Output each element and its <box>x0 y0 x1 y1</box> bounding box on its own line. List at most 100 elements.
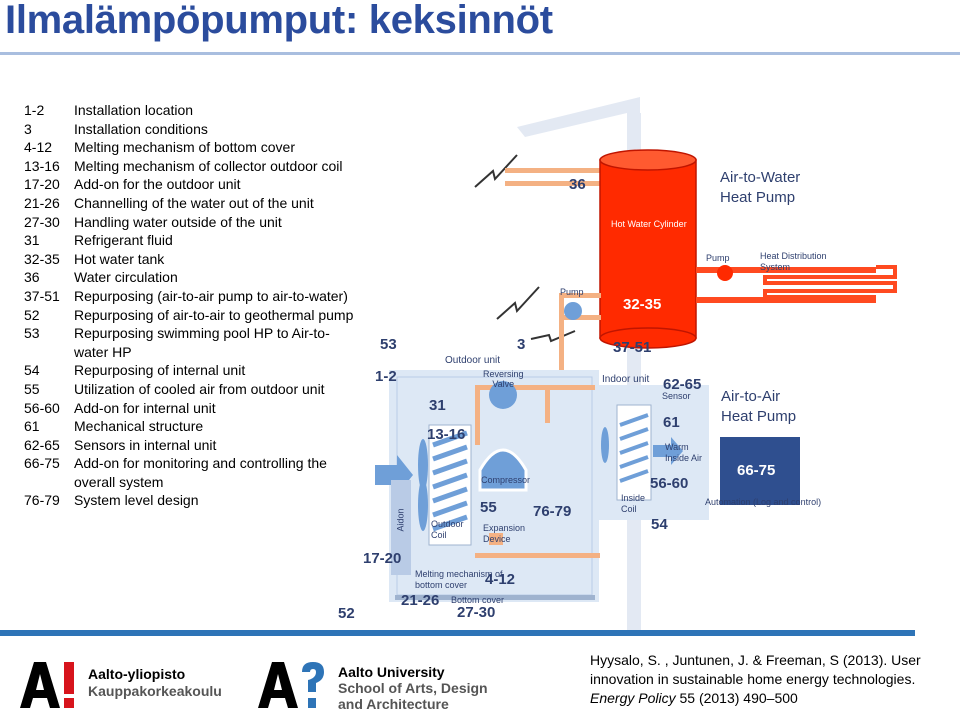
aalto-a-question-logo-icon <box>258 662 324 708</box>
invention-list: 1-2 Installation location 3 Installation c… <box>24 101 354 510</box>
aalto-arts-line1: Aalto University <box>338 664 445 680</box>
item-number: 76-79 <box>24 492 60 509</box>
label-37-51: 37-51 <box>613 339 652 356</box>
outdoor-coil-line2: Coil <box>431 530 447 540</box>
warm-air-arrow-icon <box>653 437 683 465</box>
water-pipe <box>559 293 564 423</box>
item-number: 3 <box>24 120 32 137</box>
item-number: 53 <box>24 325 40 342</box>
pump-left-icon <box>564 302 582 320</box>
automation-label: Automation (Log and control) <box>705 497 822 507</box>
warm-air-label: Warm Inside Air <box>665 442 702 464</box>
label-21-26: 21-26 <box>401 592 440 609</box>
reversing-valve-line1: Reversing <box>483 369 524 379</box>
item-number: 1-2 <box>24 102 45 118</box>
label-36: 36 <box>569 176 586 193</box>
aidon-panel <box>391 480 411 575</box>
list-item: 61 Mechanical structure <box>24 417 354 436</box>
signal-bolt-icon <box>496 286 540 320</box>
item-text: Add-on for internal unit <box>74 399 216 416</box>
expansion-line2: Device <box>483 534 511 544</box>
item-number: 32-35 <box>24 250 60 267</box>
item-text: Sensors in internal unit <box>74 436 217 453</box>
air-to-water-title: Air-to-Water Heat Pump <box>720 168 800 208</box>
item-text: Repurposing of internal unit <box>74 362 246 379</box>
list-item: 53 Repurposing swimming pool HP to Air-to… <box>24 324 354 361</box>
item-text: Mechanical structure <box>74 418 204 435</box>
radiator-coil <box>763 265 897 299</box>
inside-coil-line2: Coil <box>621 504 637 514</box>
item-text: Repurposing swimming pool HP to Air-to-w… <box>74 325 330 360</box>
aalto-a-exclaim-logo-icon <box>20 662 74 708</box>
aalto-business-text: Aalto-yliopisto Kauppakorkeakoulu <box>88 666 222 700</box>
label-3: 3 <box>517 336 526 353</box>
item-number: 54 <box>24 362 40 379</box>
outdoor-coil-label: Outdoor Coil <box>431 519 464 541</box>
outdoor-fan-icon <box>418 479 428 531</box>
aalto-arts-line2: School of Arts, Design <box>338 680 488 696</box>
cylinder-bottom <box>599 327 697 349</box>
water-pipe <box>559 315 601 320</box>
melting-label: Melting mechanism of bottom cover <box>415 569 503 591</box>
melting-line1: Melting mechanism of <box>415 569 503 579</box>
item-number: 21-26 <box>24 194 60 211</box>
compressor-icon <box>478 448 528 492</box>
item-number: 56-60 <box>24 399 60 416</box>
diagram-graphics <box>375 97 897 630</box>
refrigerant-pipe <box>475 385 595 390</box>
aalto-arts-text: Aalto University School of Arts, Design … <box>338 664 488 712</box>
melting-line2: bottom cover <box>415 580 468 590</box>
list-item: 1-2 Installation location <box>24 101 354 120</box>
item-number: 61 <box>24 418 40 435</box>
label-53: 53 <box>380 336 397 353</box>
label-52: 52 <box>338 605 355 622</box>
warm-air-line1: Warm <box>665 442 689 452</box>
cylinder-top <box>599 149 697 171</box>
item-text: Melting mechanism of bottom cover <box>74 139 295 156</box>
heat-distribution-line2: System <box>760 262 791 272</box>
indoor-fan-icon <box>601 427 609 463</box>
list-item: 54 Repurposing of internal unit <box>24 361 354 380</box>
item-text: Melting mechanism of collector outdoor c… <box>74 157 343 174</box>
refrigerant-pipe <box>545 385 550 423</box>
item-text: Installation conditions <box>74 120 208 137</box>
item-number: 27-30 <box>24 213 60 230</box>
aidon-label: Aidon <box>395 508 406 532</box>
label-76-79: 76-79 <box>533 503 572 520</box>
label-13-16: 13-16 <box>427 426 466 443</box>
item-text: Repurposing (air-to-air pump to air-to-w… <box>74 287 348 304</box>
pump-right-label: Pump <box>706 253 730 263</box>
water-pipe <box>559 293 601 298</box>
label-17-20: 17-20 <box>363 550 402 567</box>
heat-distribution-label: Heat Distribution System <box>760 251 827 273</box>
reversing-valve-line2: Valve <box>492 379 515 389</box>
aalto-business-line1: Aalto-yliopisto <box>88 666 186 682</box>
compressor-label: Compressor <box>481 475 531 485</box>
list-item: 3 Installation conditions <box>24 120 354 139</box>
label-66-75: 66-75 <box>737 462 776 479</box>
refrigerant-pipe <box>475 553 600 558</box>
item-text: Handling water outside of the unit <box>74 213 282 230</box>
outdoor-unit-label: Outdoor unit <box>445 355 501 366</box>
inside-coil-line1: Inside <box>621 493 646 503</box>
list-item: 13-16 Melting mechanism of collector outd… <box>24 157 354 176</box>
item-text: Installation location <box>74 102 194 118</box>
label-54: 54 <box>651 516 668 533</box>
list-item: 56-60 Add-on for internal unit <box>24 399 354 418</box>
item-text: Repurposing of air-to-air to geothermal … <box>74 306 354 323</box>
label-4-12: 4-12 <box>485 571 516 588</box>
pump-left-label: Pump <box>560 287 584 297</box>
aalto-arts-line3: and Architecture <box>338 696 449 712</box>
page-title: Ilmalämpöpumput: keksinnöt <box>5 0 553 42</box>
item-text: Utilization of cooled air from outdoor u… <box>74 380 325 397</box>
item-number: 13-16 <box>24 157 60 174</box>
bottom-cover <box>395 595 595 600</box>
label-27-30: 27-30 <box>457 604 496 621</box>
